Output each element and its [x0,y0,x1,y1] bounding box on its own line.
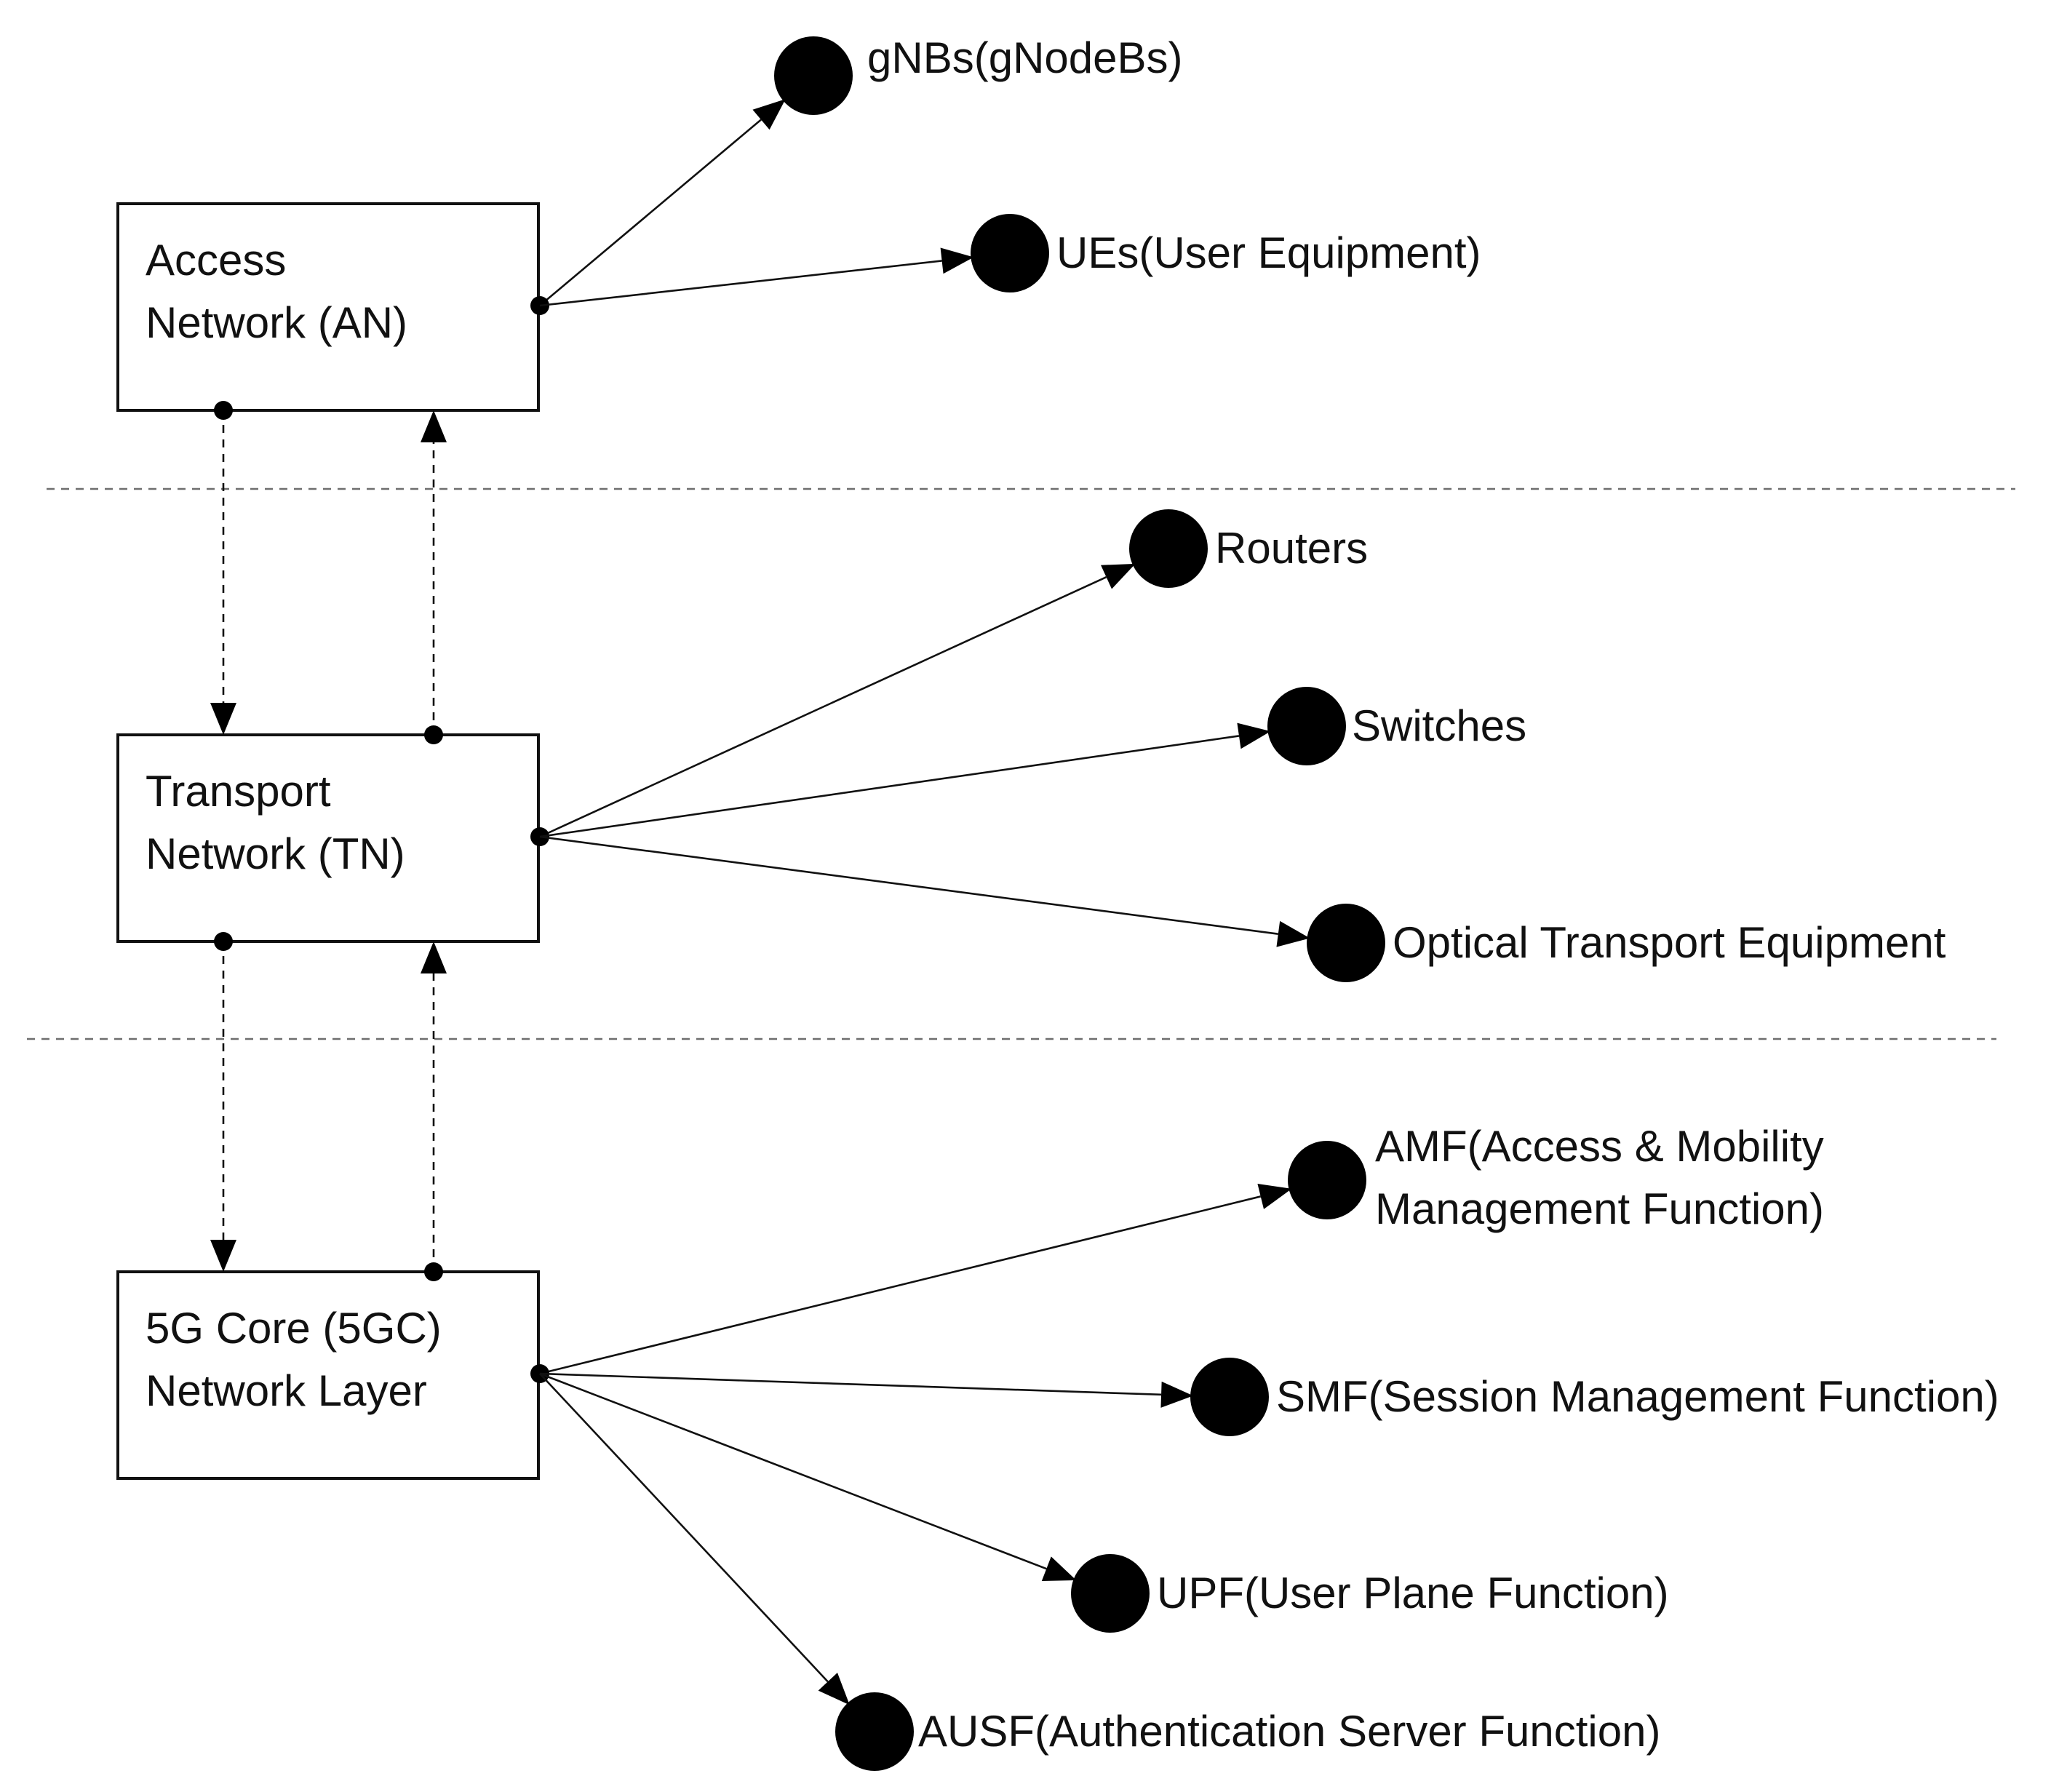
core-network-label-line2: Network Layer [146,1366,427,1415]
amf-arrowhead [1257,1183,1292,1209]
gnbs-label: gNBs(gNodeBs) [867,33,1183,82]
optical-node-icon [1307,904,1385,982]
core-to-tn-connector [421,941,447,1281]
smf-node-icon [1190,1358,1269,1436]
tn-to-an-connector [421,410,447,744]
amf-node-icon [1288,1141,1366,1219]
transport-network-label-line1: Transport [146,767,331,816]
routers-node-icon [1129,509,1208,588]
ues-label: UEs(User Equipment) [1056,228,1481,277]
optical-label: Optical Transport Equipment [1393,918,1946,967]
smf-edge [539,1372,1162,1396]
access-network-label-line1: Access [146,236,286,284]
amf-label-line1: AMF(Access & Mobility [1375,1122,1824,1171]
ausf-node-icon [835,1692,914,1771]
access-network-label-line2: Network (AN) [146,298,407,347]
switches-arrowhead [1237,722,1271,749]
switches-label: Switches [1352,701,1526,750]
gnbs-arrowhead [752,99,786,130]
ausf-edge [539,1373,829,1683]
gnbs-node-icon [774,36,853,115]
an-to-tn-connector [210,401,236,735]
transport-network-label-line2: Network (TN) [146,829,405,878]
tn-to-core-connector [210,932,236,1272]
ausf-arrowhead [818,1673,850,1705]
core-network-label-line1: 5G Core (5GC) [146,1304,442,1353]
smf-arrowhead [1160,1381,1194,1408]
amf-label-line2: Management Function) [1375,1184,1824,1233]
gnbs-edge [539,119,762,306]
access-network-box: Access Network (AN) [116,202,540,412]
core-network-box: 5G Core (5GC) Network Layer [116,1270,540,1480]
ues-edge [539,260,942,307]
ues-arrowhead [940,247,974,274]
optical-edge [539,835,1278,936]
transport-network-box: Transport Network (TN) [116,733,540,943]
optical-arrowhead [1276,920,1310,947]
upf-edge [539,1372,1047,1570]
ausf-label: AUSF(Authentication Server Function) [918,1707,1660,1756]
routers-arrowhead [1101,563,1136,589]
routers-edge [539,576,1107,838]
amf-edge [539,1195,1262,1375]
upf-label: UPF(User Plane Function) [1157,1569,1669,1617]
smf-label: SMF(Session Management Function) [1276,1372,1999,1421]
ues-node-icon [971,214,1049,292]
switches-node-icon [1267,687,1346,765]
upf-node-icon [1071,1554,1150,1633]
upf-arrowhead [1041,1556,1077,1582]
component-edges [530,99,1310,1705]
routers-label: Routers [1215,524,1368,573]
switches-edge [539,735,1240,838]
